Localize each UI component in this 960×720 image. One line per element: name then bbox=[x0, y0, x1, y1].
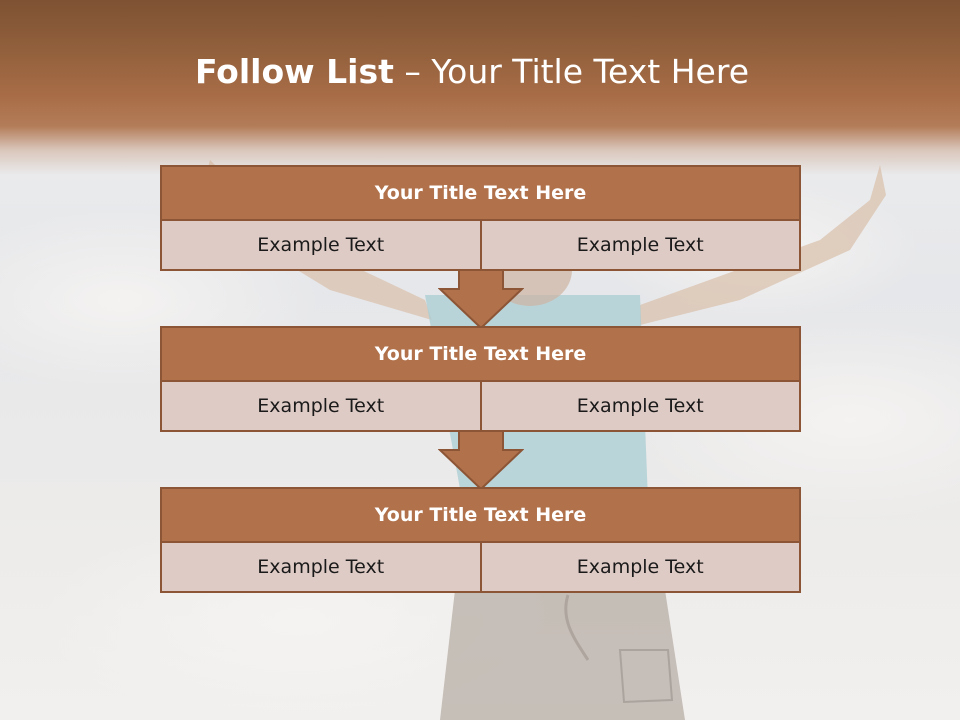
page-title: Follow List – Your Title Text Here bbox=[0, 52, 944, 91]
title-main: Follow List bbox=[194, 52, 394, 91]
step-text-left: Example Text bbox=[257, 234, 385, 256]
step-text-right: Example Text bbox=[479, 543, 800, 591]
header-band bbox=[0, 0, 960, 175]
step-heading: Your Title Text Here bbox=[160, 326, 801, 382]
step-heading: Your Title Text Here bbox=[160, 165, 801, 221]
title-separator: – bbox=[393, 52, 432, 91]
down-arrow-icon bbox=[438, 268, 524, 330]
step-row: Example Text Example Text bbox=[160, 221, 801, 271]
step-text-right: Example Text bbox=[479, 382, 800, 430]
step-box: Your Title Text Here Example Text Exampl… bbox=[160, 326, 801, 432]
step-box: Your Title Text Here Example Text Exampl… bbox=[160, 165, 801, 271]
title-sub: Your Title Text Here bbox=[431, 52, 750, 91]
step-text-left: Example Text bbox=[257, 556, 385, 578]
step-row: Example Text Example Text bbox=[160, 382, 801, 432]
down-arrow-icon bbox=[438, 429, 524, 491]
step-row: Example Text Example Text bbox=[160, 543, 801, 593]
step-heading: Your Title Text Here bbox=[160, 487, 801, 543]
step-text-right: Example Text bbox=[479, 221, 800, 269]
step-box: Your Title Text Here Example Text Exampl… bbox=[160, 487, 801, 593]
step-text-left: Example Text bbox=[257, 395, 385, 417]
